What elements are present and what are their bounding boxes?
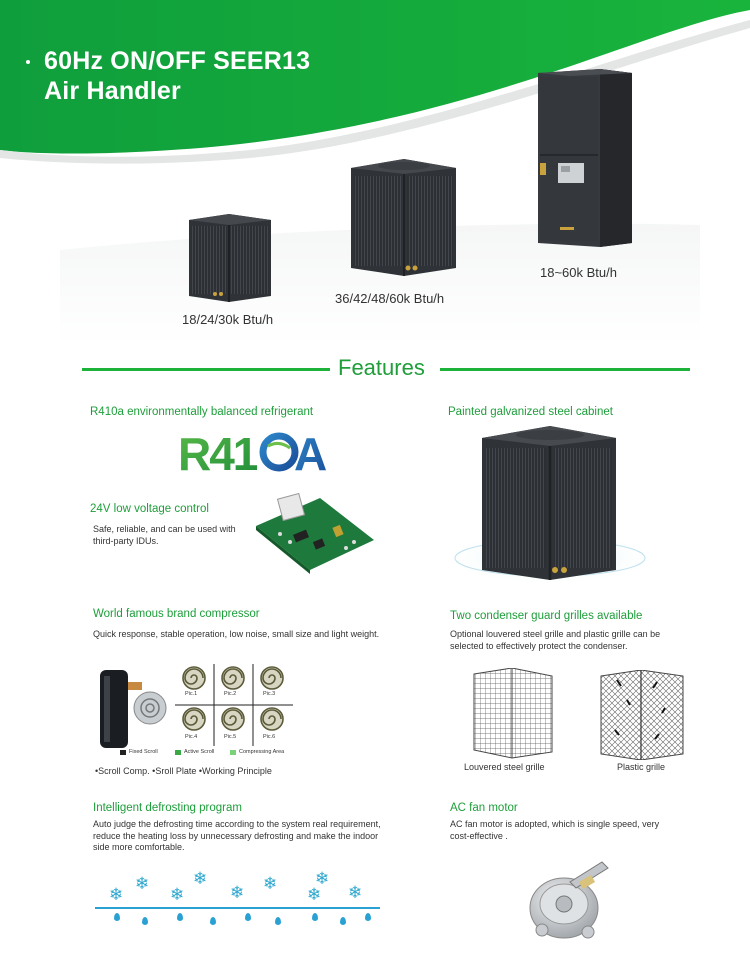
title-bullet (26, 60, 30, 64)
louvered-grille-label: Louvered steel grille (464, 762, 545, 772)
water-drop-icon (142, 917, 148, 925)
water-drop-icon (275, 917, 281, 925)
page-title: 60Hz ON/OFF SEER13 (44, 47, 311, 75)
defrost-line (95, 907, 380, 909)
pic-label-4: Pic.4 (185, 734, 198, 740)
header-swoosh (0, 0, 750, 164)
water-drop-icon (365, 913, 371, 921)
features-heading: Features (338, 355, 425, 380)
product-small-condenser-image (189, 214, 271, 302)
header-banner: 60Hz ON/OFF SEER13 Air Handler (0, 0, 750, 180)
snowflake-icon: ❄ (135, 874, 150, 893)
feature-grilles-title: Two condenser guard grilles available (450, 610, 643, 622)
legend-swatch-active (175, 750, 181, 755)
scroll-pics-art (175, 664, 293, 746)
product-label-small: 18/24/30k Btu/h (182, 312, 274, 327)
cabinet-image (442, 426, 658, 586)
louvered-grille-image (473, 668, 553, 759)
water-drop-icon (177, 913, 183, 921)
feature-refrigerant-title: R410a environmentally balanced refrigera… (90, 406, 314, 418)
features-rule-right (440, 368, 690, 371)
feature-fan-title: AC fan motor (450, 802, 518, 814)
water-drop-icon (312, 913, 318, 921)
svg-text:A: A (294, 428, 327, 474)
feature-fan-text: AC fan motor is adopted, which is single… (450, 819, 660, 841)
snowflake-icon: ❄ (170, 885, 185, 904)
product-medium-condenser-image (351, 159, 456, 276)
feature-defrost-text: Auto judge the defrosting time according… (93, 819, 381, 852)
feature-defrost-title: Intelligent defrosting program (93, 802, 242, 814)
legend-swatch-fixed (120, 750, 126, 755)
compressor-caption: •Scroll Comp. •Sroll Plate •Working Prin… (95, 766, 272, 776)
snowflake-icon: ❄ (193, 869, 208, 888)
snowflake-icon: ❄ (307, 885, 322, 904)
product-air-handler-image (538, 69, 632, 247)
plastic-grille-label: Plastic grille (617, 762, 666, 772)
pic-label-5: Pic.5 (224, 734, 237, 740)
plastic-grille-image (600, 670, 684, 760)
svg-text:R41: R41 (178, 428, 258, 474)
feature-control-title: 24V low voltage control (90, 503, 209, 515)
legend-swatch-compressing (230, 750, 236, 755)
scroll-pics-grid (175, 664, 293, 746)
feature-compressor-title: World famous brand compressor (93, 608, 260, 620)
r410a-logo-art: R41 A (178, 428, 327, 480)
legend-fixed-scroll: Fixed Scroll (129, 749, 158, 755)
pic-label-1: Pic.1 (185, 691, 198, 697)
water-drop-icon (210, 917, 216, 925)
snowflake-icon: ❄ (230, 883, 245, 902)
pic-label-2: Pic.2 (224, 691, 237, 697)
water-drop-icon (340, 917, 346, 925)
snowflake-icon: ❄ (315, 869, 330, 888)
control-board-image (256, 492, 374, 574)
compressor-image (100, 670, 167, 748)
defrost-illustration: ❄ ❄ ❄ ❄ ❄ ❄ ❄ ❄ ❄ (95, 862, 380, 932)
product-label-air-handler: 18~60k Btu/h (540, 265, 617, 280)
feature-grilles-text: Optional louvered steel grille and plast… (450, 629, 661, 651)
feature-control-text: Safe, reliable, and can be used with thi… (93, 524, 236, 546)
water-drop-icon (245, 913, 251, 921)
features-rule-left (82, 368, 330, 371)
pic-label-3: Pic.3 (263, 691, 276, 697)
r410a-logo: R41 A (176, 426, 341, 480)
fan-motor-image (529, 861, 609, 939)
feature-cabinet-title: Painted galvanized steel cabinet (448, 406, 613, 418)
legend-compressing-area: Compressing Area (239, 749, 285, 755)
snowflake-icon: ❄ (348, 883, 363, 902)
snowflake-icon: ❄ (263, 874, 278, 893)
water-drop-icon (114, 913, 120, 921)
legend-active-scroll: Active Scroll (184, 749, 215, 755)
product-label-medium: 36/42/48/60k Btu/h (335, 291, 445, 306)
feature-compressor-text: Quick response, stable operation, low no… (93, 629, 380, 639)
page-subtitle: Air Handler (44, 77, 181, 105)
snowflake-icon: ❄ (109, 885, 124, 904)
pic-label-6: Pic.6 (263, 734, 276, 740)
